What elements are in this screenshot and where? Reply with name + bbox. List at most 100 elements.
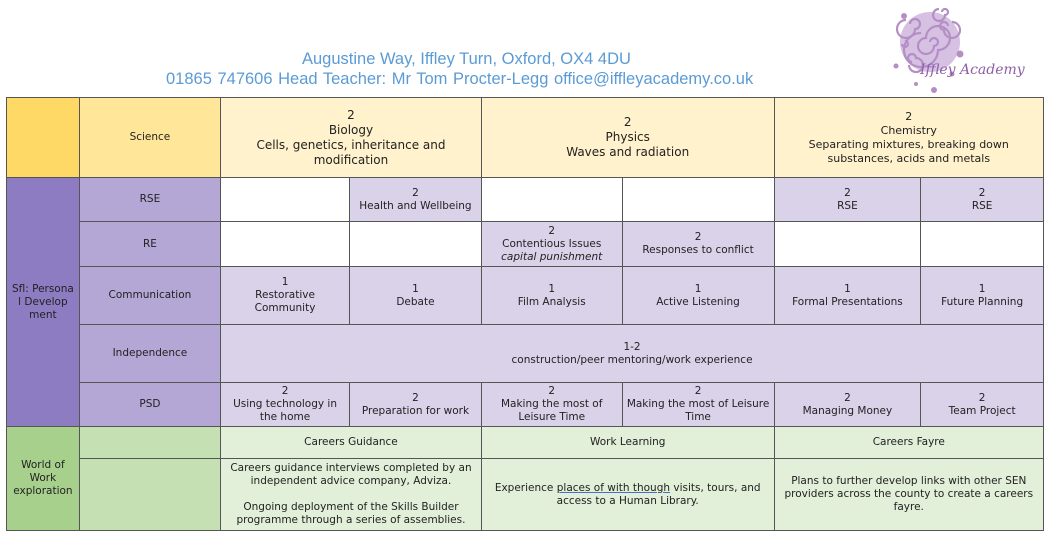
work-group-label: World of Work exploration [6,426,80,531]
science-group-cell [6,97,80,178]
physics-number: 2 [623,115,632,129]
biology-number: 2 [347,107,355,122]
independence-row: Independence 1-2 construction/peer mento… [7,324,1044,383]
psd-row: PSD 2 Using technology in the home 2 Pre… [7,382,1044,427]
re-cell-empty [349,221,482,267]
logo-wordmark: Iffley Academy [920,62,1025,78]
science-row: Science 2 Biology Cells, genetics, inher… [6,97,1044,178]
psd-label: PSD [78,382,222,427]
cell-text: Formal Presentations [792,295,903,308]
re-label: RE [78,221,222,267]
communication-label: Communication [78,266,222,325]
re-row: RE 2 Contentious Issues capital punishme… [7,221,1044,267]
work-label-cell [78,426,222,459]
cell-text: Team Project [948,404,1016,417]
communication-cell: 1 Formal Presentations [773,266,922,325]
rse-topic: 2 RSE [773,177,922,222]
science-physics: 2 Physics Waves and radiation [480,97,775,178]
cell-number: 1 [978,282,986,295]
cell-number: 2 [978,186,986,199]
cell-number: 1 [548,282,556,295]
careers-guidance-title: Careers Guidance [220,426,482,459]
work-learning-title: Work Learning [480,426,775,459]
work-learning-details: Experience places of with though visits,… [480,458,775,531]
psd-cell: 2 Making the most of Leisure Time [621,382,775,427]
science-chemistry: 2 Chemistry Separating mixtures, breakin… [773,97,1044,178]
learning-underlined-text: places of with though [556,481,671,494]
cell-number: 2 [978,391,986,404]
biology-title: Biology [328,122,374,137]
physics-description: Waves and radiation [566,145,690,159]
cell-number: 1-2 [623,340,641,353]
cell-text: Restorative Community [254,289,316,314]
cell-text: Health and Wellbeing [359,199,472,212]
science-biology: 2 Biology Cells, genetics, inheritance a… [220,97,482,178]
work-details-row: Careers guidance interviews completed by… [7,458,1044,531]
rse-health: 2 Health and Wellbeing [349,177,482,222]
re-cell-empty [773,221,922,267]
biology-description: Cells, genetics, inheritance and modific… [256,137,446,167]
cell-text: Contentious Issues [502,237,602,250]
cell-text: Debate [396,295,435,308]
cell-text: Managing Money [802,404,893,417]
cell-text: Making the most of Leisure Time [626,398,770,423]
learning-text: visits, tours, and access to a Human Lib… [556,481,761,507]
communication-cell: 1 Restorative Community [220,266,351,325]
cell-text: Future Planning [941,295,1024,308]
psd-cell: 2 Preparation for work [349,382,482,427]
psd-cell: 2 Making the most of Leisure Time [480,382,623,427]
sfl-group-label: Sfl: Persona l Develop ment [6,177,80,427]
cell-text: construction/peer mentoring/work experie… [511,353,753,366]
cell-number: 1 [412,282,419,295]
cell-number: 2 [281,385,289,397]
cell-text: Film Analysis [517,295,586,308]
cell-text: Using technology in the home [233,398,338,423]
cell-text: RSE [971,199,993,212]
re-contentious: 2 Contentious Issues capital punishment [480,221,623,267]
chemistry-title: Chemistry [880,123,937,137]
curriculum-table: Science 2 Biology Cells, genetics, inher… [6,97,1044,531]
cell-text: RSE [837,199,858,212]
communication-cell: 1 Future Planning [920,266,1044,325]
cell-number: 2 [844,186,851,199]
cell-number: 1 [844,282,851,295]
chemistry-description: Separating mixtures, breaking down subst… [808,137,1009,165]
cell-number: 2 [694,231,702,243]
communication-cell: 1 Debate [349,266,482,325]
science-label: Science [78,97,222,178]
guidance-paragraph: Ongoing deployment of the Skills Builder… [236,501,466,526]
communication-cell: 1 Film Analysis [480,266,623,325]
school-address: Augustine Way, Iffley Turn, Oxford, OX4 … [302,50,631,68]
cell-text: Active Listening [656,295,740,308]
letterhead: Augustine Way, Iffley Turn, Oxford, OX4 … [0,0,1044,96]
careers-fayre-details: Plans to further develop links with othe… [773,458,1044,531]
rse-row: Sfl: Persona l Develop ment RSE 2 Health… [6,177,1044,427]
rse-topic: 2 RSE [920,177,1044,222]
cell-number: 2 [548,224,556,237]
work-label-cell [78,458,222,531]
rse-label: RSE [78,177,222,222]
cell-number: 2 [548,385,556,397]
school-contact: 01865 747606 Head Teacher: Mr Tom Procte… [166,70,754,88]
iffley-academy-logo [893,7,964,93]
cell-number: 2 [412,186,419,199]
cell-text: Making the most of Leisure Time [500,398,603,423]
re-conflict: 2 Responses to conflict [621,221,775,267]
cell-subtext: capital punishment [501,250,603,263]
independence-label: Independence [78,324,222,383]
cell-number: 2 [844,391,851,404]
independence-cell: 1-2 construction/peer mentoring/work exp… [220,324,1044,383]
work-titles-row: World of Work exploration Careers Guidan… [6,426,1044,531]
cell-number: 2 [412,391,419,404]
cell-text: Preparation for work [361,404,470,417]
cell-number: 2 [694,385,702,397]
communication-cell: 1 Active Listening [621,266,775,325]
learning-text: Experience [494,481,557,494]
cell-number: 1 [694,282,702,295]
psd-cell: 2 Using technology in the home [220,382,351,427]
psd-cell: 2 Managing Money [773,382,922,427]
cell-text: Responses to conflict [642,244,754,256]
careers-guidance-details: Careers guidance interviews completed by… [220,458,482,531]
guidance-paragraph: Careers guidance interviews completed by… [230,462,472,487]
re-cell-empty [920,221,1044,267]
